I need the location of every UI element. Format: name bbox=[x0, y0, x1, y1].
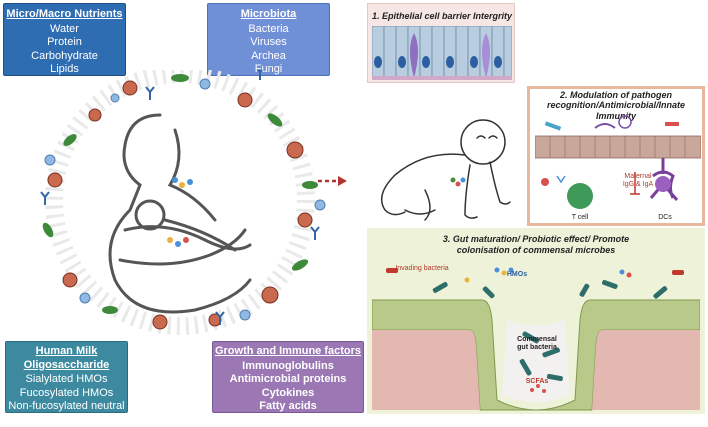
nutrients-title: Micro/Macro Nutrients bbox=[4, 8, 125, 22]
growth-factors-box: Growth and Immune factors Immunoglobulin… bbox=[212, 341, 364, 413]
milk-component-ring bbox=[41, 70, 325, 329]
mother-and-baby-icon bbox=[110, 115, 250, 312]
maternal-label: Maternal bbox=[608, 173, 668, 180]
growth-item: Cytokines bbox=[213, 387, 363, 401]
scfas-label: SCFAs bbox=[517, 378, 557, 385]
microbiota-title: Microbiota bbox=[208, 8, 329, 22]
growth-title: Growth and Immune factors bbox=[213, 345, 363, 359]
growth-item: Immunoglobulins bbox=[213, 360, 363, 374]
hmo-item: Sialylated HMOs bbox=[6, 373, 127, 387]
igg-iga-label: IgG & IgA bbox=[608, 181, 668, 188]
nutrients-box: Micro/Macro Nutrients Water Protein Carb… bbox=[3, 3, 126, 76]
breastfeeding-illustration bbox=[10, 70, 340, 340]
epithelial-barrier-panel: 1. Epithelial cell barrier Intergrity bbox=[367, 3, 515, 83]
crawling-baby-icon bbox=[365, 110, 525, 230]
tcell-label: T cell bbox=[565, 214, 595, 221]
hmo-title: Human Milk Oligosaccharide bbox=[6, 345, 127, 372]
panel3-title-line2: colonisation of commensal microbes bbox=[367, 245, 705, 256]
pathogen-recognition-panel: 2. Modulation of pathogen recognition/An… bbox=[527, 86, 705, 226]
invading-bacteria-label: Invading bacteria bbox=[387, 265, 457, 272]
epithelial-cells-icon bbox=[372, 26, 512, 80]
microbiota-item: Archea bbox=[208, 50, 329, 64]
bacteria-icon bbox=[41, 74, 318, 314]
dcs-label: DCs bbox=[650, 214, 680, 221]
hmo-item: Fucosylated HMOs bbox=[6, 387, 127, 401]
growth-item: Fatty acids bbox=[213, 400, 363, 414]
growth-item: Antimicrobial proteins bbox=[213, 373, 363, 387]
gut-maturation-panel: 3. Gut maturation/ Probiotic effect/ Pro… bbox=[367, 228, 705, 414]
commensal-label: Commensal bbox=[507, 336, 567, 343]
immunity-diagram-icon bbox=[535, 114, 701, 220]
microbiota-item: Viruses bbox=[208, 36, 329, 50]
microbiota-box: Microbiota Bacteria Viruses Archea Fungi bbox=[207, 3, 330, 76]
panel1-title: 1. Epithelial cell barrier Intergrity bbox=[368, 11, 516, 22]
hmo-item: Non-fucosylated neutral bbox=[6, 400, 127, 414]
arrow-icon bbox=[316, 174, 350, 188]
nutrient-item: Carbohydrate bbox=[4, 50, 125, 64]
gut-bacteria-label: gut bacteria bbox=[507, 344, 567, 351]
nutrient-item: Water bbox=[4, 23, 125, 37]
nutrient-item: Protein bbox=[4, 36, 125, 50]
microbiota-item: Bacteria bbox=[208, 23, 329, 37]
hmo-box: Human Milk Oligosaccharide Sialylated HM… bbox=[5, 341, 128, 413]
hmos-label: HMOs bbox=[502, 271, 532, 278]
milk-molecules-icon bbox=[167, 177, 193, 247]
panel3-title-line1: 3. Gut maturation/ Probiotic effect/ Pro… bbox=[367, 234, 705, 245]
